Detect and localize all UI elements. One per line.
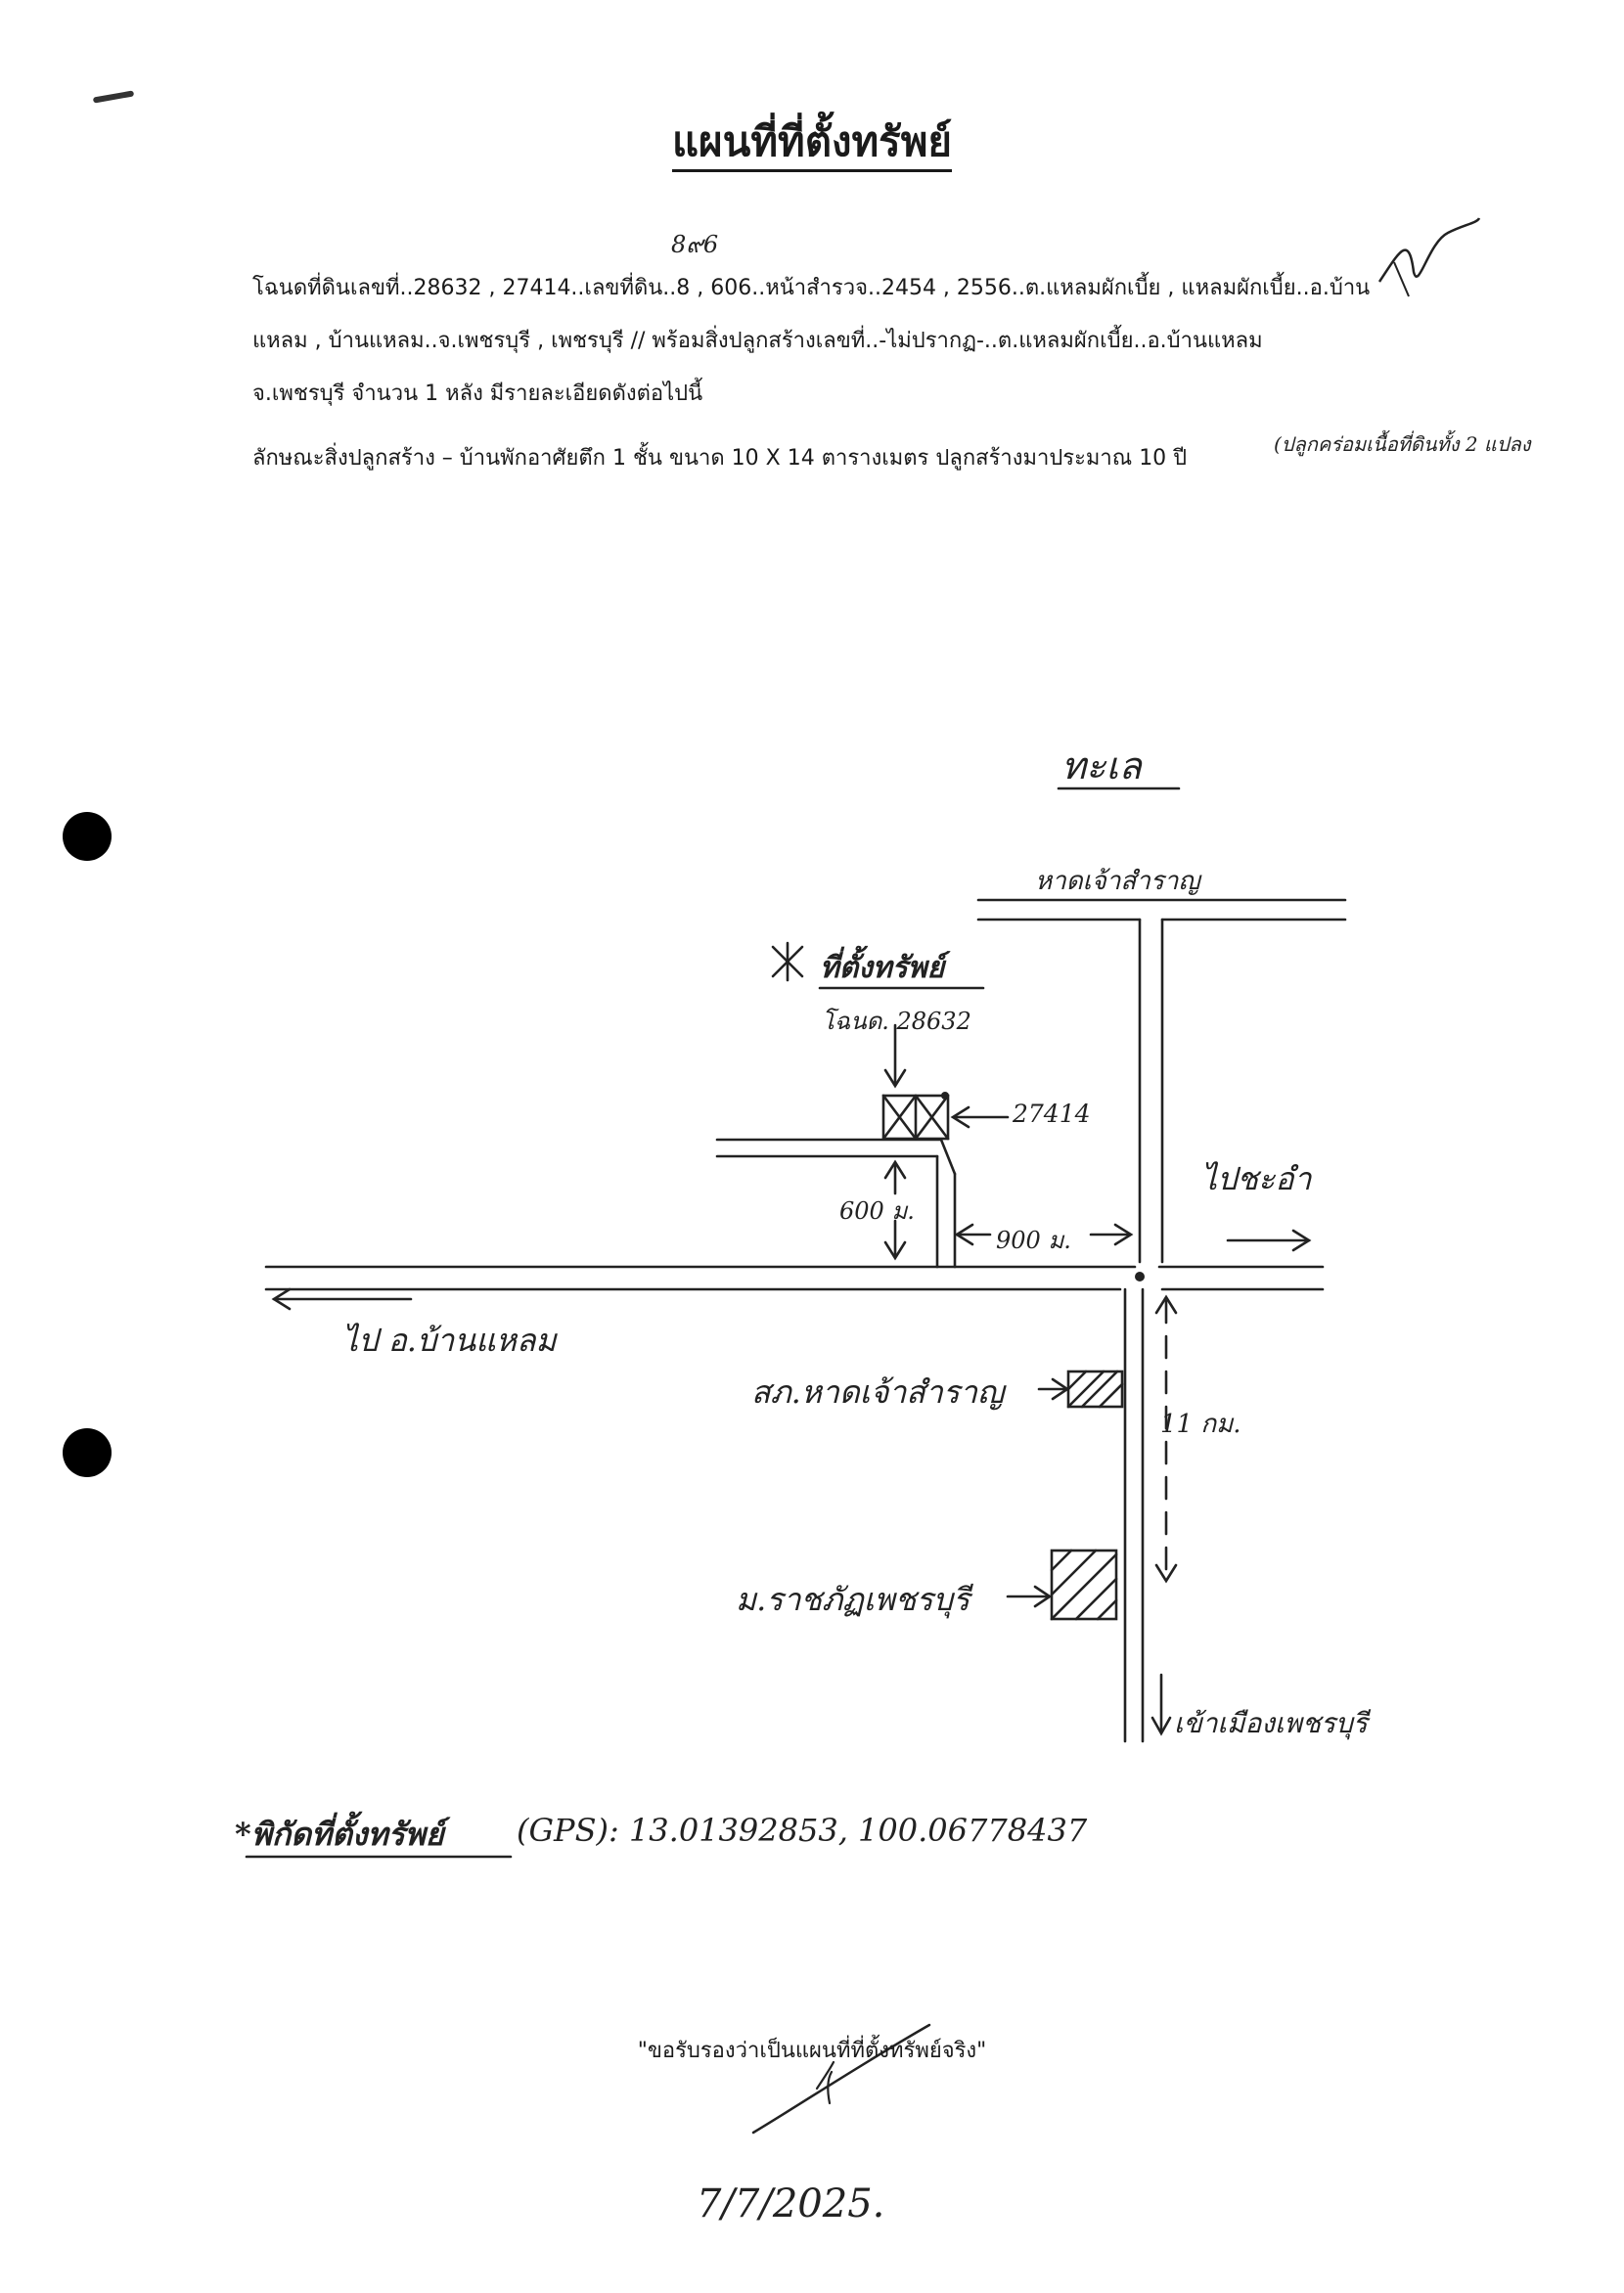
distance-900m-label: 900 ม.: [996, 1227, 1071, 1254]
gps-coordinates: (GPS): 13.01392853, 100.06778437: [517, 1812, 1088, 1849]
parcel-correction-note: 8๙6: [671, 231, 719, 258]
building-overlap-note: (ปลูกคร่อมเนื้อที่ดินทั้ง 2 แปลง: [1274, 432, 1531, 456]
university-box: [1050, 1549, 1118, 1621]
binder-hole-top: [63, 812, 112, 861]
margin-signature: [1377, 217, 1481, 297]
certifier-signature: [751, 2023, 931, 2135]
to-cha-am-label: ไปชะอำ: [1201, 1160, 1312, 1197]
gps-label: *พิกัดที่ตั้งทรัพย์: [235, 1816, 444, 1853]
binder-hole-bottom: [63, 1428, 112, 1477]
deed-line-1: โฉนดที่ดินเลขที่..28632 , 27414..เลขที่ด…: [252, 276, 1371, 300]
distance-600m-label: 600 ม.: [839, 1197, 915, 1225]
deed-line-2: แหลม , บ้านแหลม..จ.เพชรบุรี , เพชรบุรี /…: [252, 329, 1263, 353]
document-title: แผนที่ที่ตั้งทรัพย์: [671, 117, 953, 172]
certification-statement: "ขอรับรองว่าเป็นแผนที่ที่ตั้งทรัพย์จริง": [637, 2039, 987, 2063]
university-label: ม.ราชภัฏเพชรบุรี: [736, 1581, 970, 1618]
distance-11km-label: 11 กม.: [1160, 1410, 1241, 1439]
sea-label: ทะเล: [1061, 744, 1142, 787]
property-label: ที่ตั้งทรัพย์: [820, 951, 945, 985]
police-station-box: [1066, 1370, 1124, 1409]
beach-road-label: หาดเจ้าสำราญ: [1035, 867, 1200, 896]
deed-number-label: โฉนด. 28632: [822, 1008, 971, 1035]
police-station-label: สภ.หาดเจ้าสำราญ: [751, 1373, 1005, 1411]
parcel-number-label: 27414: [1013, 1100, 1091, 1128]
building-description-line: ลักษณะสิ่งปลูกสร้าง – บ้านพักอาศัยตึก 1 …: [252, 446, 1188, 471]
certification-date: 7/7/2025.: [697, 2181, 885, 2226]
to-ban-laem-label: ไป อ.บ้านแหลม: [342, 1322, 557, 1359]
deed-line-3: จ.เพชรบุรี จำนวน 1 หลัง มีรายละเอียดดังต…: [252, 382, 703, 406]
to-city-label: เข้าเมืองเพชรบุรี: [1174, 1707, 1368, 1739]
